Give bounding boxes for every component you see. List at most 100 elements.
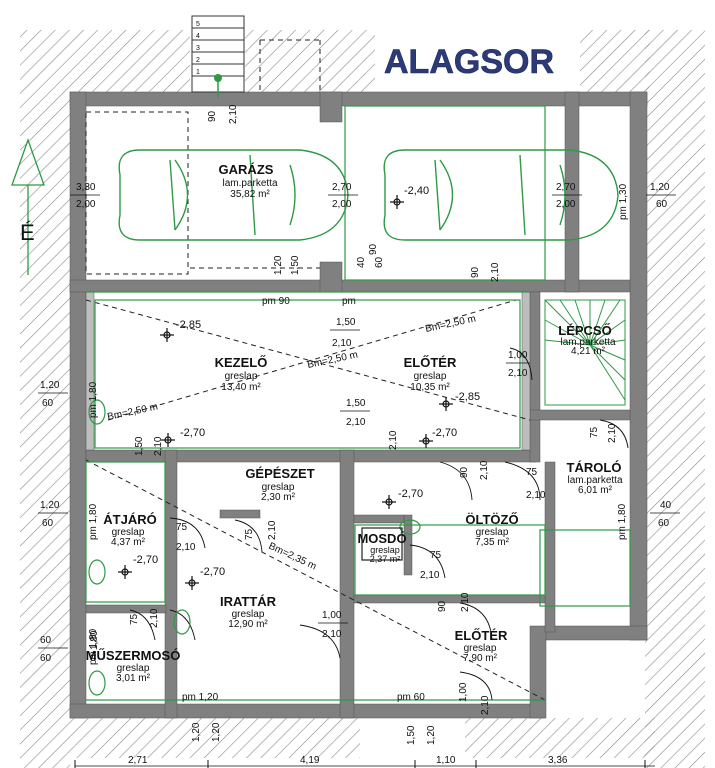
room-kezelo: KEZELŐ greslap 13,40 m² [215, 355, 268, 393]
opening-height: 2,10 [526, 490, 546, 501]
opening-height: 2,00 [76, 199, 96, 210]
opening-height: 2,10 [479, 460, 490, 480]
opening-width: 1,20 [40, 500, 60, 511]
bottom-dim: 2,71 [128, 755, 148, 766]
room-name: KEZELŐ [215, 355, 268, 370]
opening-height: 60 [658, 518, 670, 529]
opening-width: 3,30 [76, 182, 96, 193]
stair-step-label: 1 [196, 69, 200, 76]
opening-height: 2,10 [332, 338, 352, 349]
opening-height: 2,00 [332, 199, 352, 210]
opening-width: 90 [459, 466, 470, 478]
opening-height: 60 [42, 518, 54, 529]
bottom-dim: 4,19 [300, 755, 320, 766]
opening-height: 2,10 [322, 629, 342, 640]
opening-width: 1,50 [346, 398, 366, 409]
bm-label: Bm=2,50 m [306, 349, 359, 370]
room-garazs: GARÁZS lam.parketta 35,82 m² [219, 162, 278, 200]
opening-width: 90 [470, 266, 481, 278]
bottom-dimension-line: 2,71 4,19 1,10 3,36 [74, 755, 655, 768]
opening-height: 60 [42, 398, 54, 409]
room-area: 7,90 m² [463, 653, 498, 664]
room-eloter-2: ELŐTÉR greslap 7,90 m² [455, 628, 508, 664]
room-name: ÁTJÁRÓ [103, 512, 156, 527]
opening-width: 1,00 [322, 610, 342, 621]
room-floor: greslap [232, 609, 265, 620]
room-area: 3,01 m² [116, 673, 151, 684]
opening-height: 2,10 [228, 104, 239, 124]
opening-width: 1,00 [458, 682, 469, 702]
opening-height: 2,10 [607, 423, 618, 443]
level-label: -2,85 [176, 319, 201, 331]
opening-height: 60 [40, 653, 52, 664]
opening-width: 90 [437, 600, 448, 612]
room-eloter-1: ELŐTÉR greslap 10,35 m² [404, 355, 457, 393]
sill-label: 1,80 [89, 630, 100, 650]
sill-label: pm 1,20 [182, 692, 219, 703]
opening-height: 60 [374, 256, 385, 268]
room-floor: greslap [464, 643, 497, 654]
sill-label: pm [342, 296, 356, 307]
opening-labels: 3,30 2,00 2,70 2,00 2,70 2,00 1,20 60 1,… [38, 104, 680, 745]
opening-height: 2,00 [556, 199, 576, 210]
opening-height: 2,10 [149, 608, 160, 628]
opening-width: 75 [176, 522, 188, 533]
opening-height: 1,20 [211, 722, 222, 742]
room-name: GÉPÉSZET [245, 466, 314, 481]
room-floor: greslap [476, 527, 509, 538]
opening-width: 1,20 [191, 722, 202, 742]
room-oltozo: ÖLTÖZŐ greslap 7,35 m² [465, 512, 518, 548]
opening-width: 90 [207, 110, 218, 122]
room-atjaro: ÁTJÁRÓ greslap 4,37 m² [103, 512, 156, 548]
opening-height: 2,10 [176, 542, 196, 553]
opening-height: 2,10 [460, 592, 471, 612]
bottom-dim: 1,10 [436, 755, 456, 766]
sill-label: pm 1,30 [618, 183, 629, 220]
room-gepeszet: GÉPÉSZET greslap 2,30 m² [245, 466, 314, 503]
room-area: 6,01 m² [578, 485, 613, 496]
opening-height: 2,10 [490, 262, 501, 282]
room-muszermoso: MŰSZERMOSÓ greslap 3,01 m² [86, 648, 181, 684]
stair-step-label: 4 [196, 33, 200, 40]
sill-label: pm 90 [262, 296, 290, 307]
opening-width: 75 [526, 467, 538, 478]
sill-label: pm 1,80 [88, 628, 99, 665]
bm-label: Bm=2,50 m [424, 313, 477, 334]
opening-width: 75 [430, 550, 442, 561]
opening-width: 1,00 [508, 350, 528, 361]
sill-label: pm 1,80 [88, 503, 99, 540]
room-floor: greslap [414, 371, 447, 382]
sill-label: pm 1,80 [617, 503, 628, 540]
opening-height: 2,10 [420, 570, 440, 581]
level-label: -2,70 [133, 554, 158, 566]
stair-step-label: 2 [196, 57, 200, 64]
room-name: GARÁZS [219, 162, 274, 177]
opening-width: 1,50 [336, 317, 356, 328]
walls [69, 91, 648, 719]
room-floor: lam.parketta [567, 475, 622, 486]
stair-step-label: 3 [196, 45, 200, 52]
bm-label: Bm=2,35 m [267, 541, 318, 573]
room-area: 13,40 m² [221, 382, 261, 393]
opening-width: 1,20 [40, 380, 60, 391]
room-floor: greslap [225, 371, 258, 382]
room-floor: lam.parketta [560, 337, 615, 348]
room-tarolo: TÁROLÓ lam.parketta 6,01 m² [567, 460, 623, 496]
sanitary-fixtures [88, 399, 421, 696]
level-markers [118, 195, 453, 590]
opening-width: 1,50 [406, 725, 417, 745]
opening-height: 2,10 [508, 368, 528, 379]
level-label: -2,70 [200, 566, 225, 578]
room-name: ELŐTÉR [455, 628, 508, 643]
opening-width: 75 [244, 528, 255, 540]
room-name: MŰSZERMOSÓ [86, 648, 181, 663]
opening-width: 1,20 [273, 255, 284, 275]
stair-step-numbers: 1 2 3 4 5 [196, 21, 200, 76]
stair-step-label: 5 [196, 21, 200, 28]
room-floor: lam.parketta [222, 178, 277, 189]
room-area: 2,30 m² [261, 492, 296, 503]
opening-height: 1,50 [290, 255, 301, 275]
room-area: 4,21 m² [571, 346, 606, 357]
